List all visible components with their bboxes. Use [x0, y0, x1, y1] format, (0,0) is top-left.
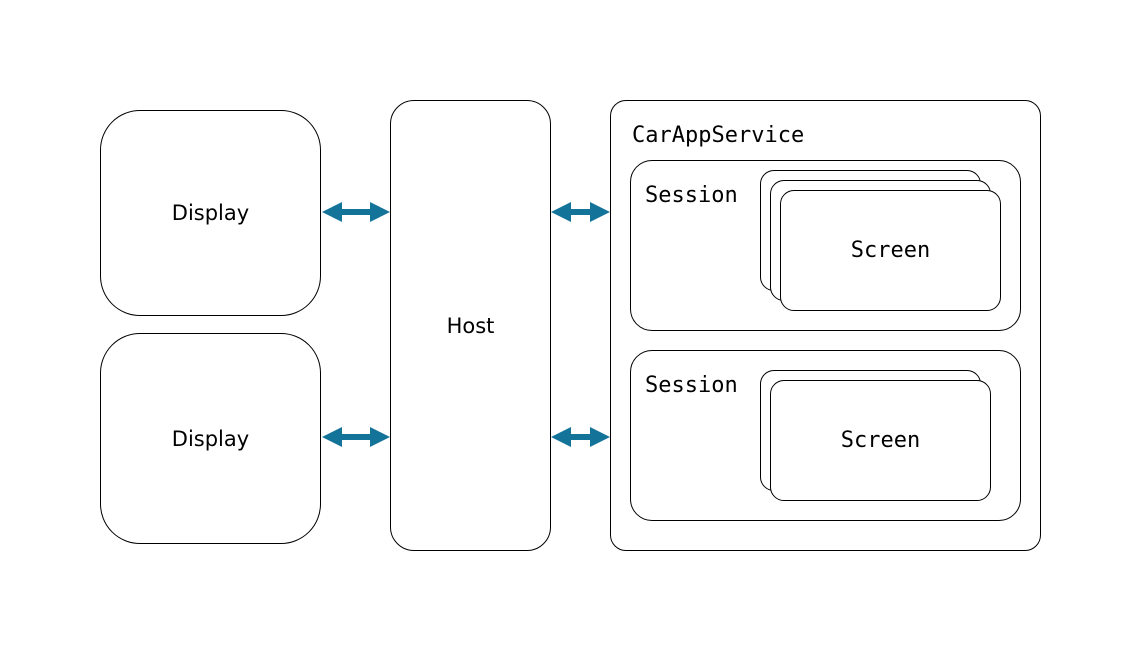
- arrow-display-1-host: [322, 202, 390, 222]
- arrow-display-2-host: [322, 427, 390, 447]
- arrow-host-session-1: [551, 202, 610, 222]
- screen-box-1: Screen: [780, 190, 1001, 311]
- host-label: Host: [446, 313, 495, 338]
- arrow-host-session-2: [551, 427, 610, 447]
- car-app-service-label: CarAppService: [632, 123, 805, 148]
- screen-label-2: Screen: [840, 428, 921, 453]
- session-label-2: Session: [645, 373, 738, 398]
- screen-box-2: Screen: [770, 380, 991, 501]
- display-label-2: Display: [171, 426, 250, 451]
- host-box: Host: [390, 100, 551, 551]
- display-label-1: Display: [171, 201, 250, 225]
- display-box-1: Display: [100, 110, 321, 316]
- session-label-1: Session: [645, 183, 738, 208]
- display-box-2: Display: [100, 333, 321, 544]
- screen-label-1: Screen: [850, 238, 931, 263]
